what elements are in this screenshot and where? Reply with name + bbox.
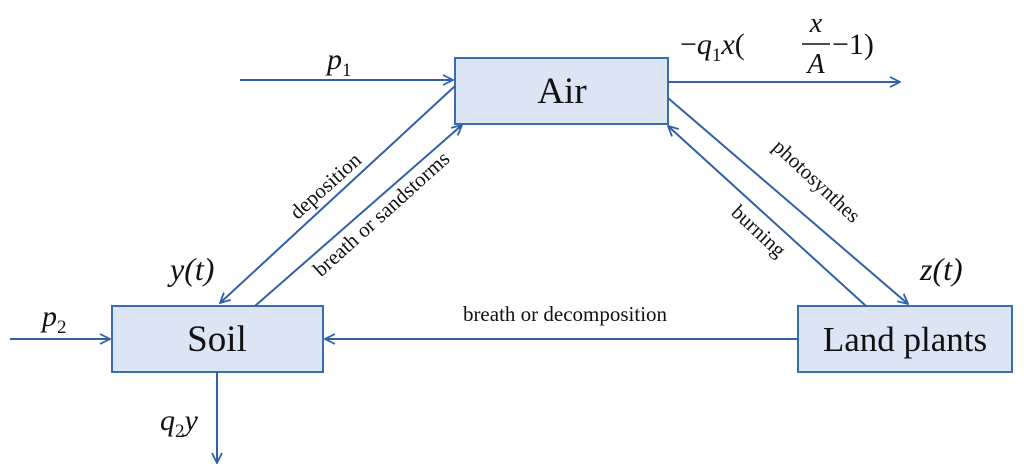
- air-label: Air: [537, 71, 586, 112]
- deposition-arrow: [220, 85, 456, 303]
- breath-sandstorms-arrow: [254, 125, 462, 307]
- z-of-t-label: z(t): [919, 251, 963, 287]
- air-box: [454, 57, 669, 125]
- air-output-formula-right: −1): [832, 28, 874, 61]
- soil-box: [111, 305, 324, 373]
- burning-arrow: [668, 126, 867, 307]
- soil-node: Soil: [111, 305, 324, 373]
- p1-label: p1: [325, 43, 352, 81]
- land-plants-node: Land plants: [797, 305, 1013, 373]
- q2y-label: q2y: [160, 404, 199, 442]
- land-plants-label: Land plants: [823, 320, 987, 359]
- air-output-formula-numerator: x: [809, 8, 823, 39]
- y-of-t-label: y(t): [167, 251, 214, 287]
- land-plants-box: [797, 305, 1013, 373]
- p2-label: p2: [40, 300, 67, 338]
- soil-label: Soil: [187, 319, 247, 360]
- air-output-formula-denominator: A: [805, 49, 825, 80]
- photosynthesis-label: photosynthes: [768, 134, 865, 227]
- air-output-formula-left: −q1x(: [680, 28, 745, 66]
- air-output-formula: −q1x( x A −1): [680, 8, 874, 80]
- breath-decomposition-label: breath or decomposition: [463, 302, 668, 326]
- photosynthesis-arrow: [667, 97, 908, 304]
- deposition-label: deposition: [285, 147, 366, 224]
- air-node: Air: [454, 57, 669, 125]
